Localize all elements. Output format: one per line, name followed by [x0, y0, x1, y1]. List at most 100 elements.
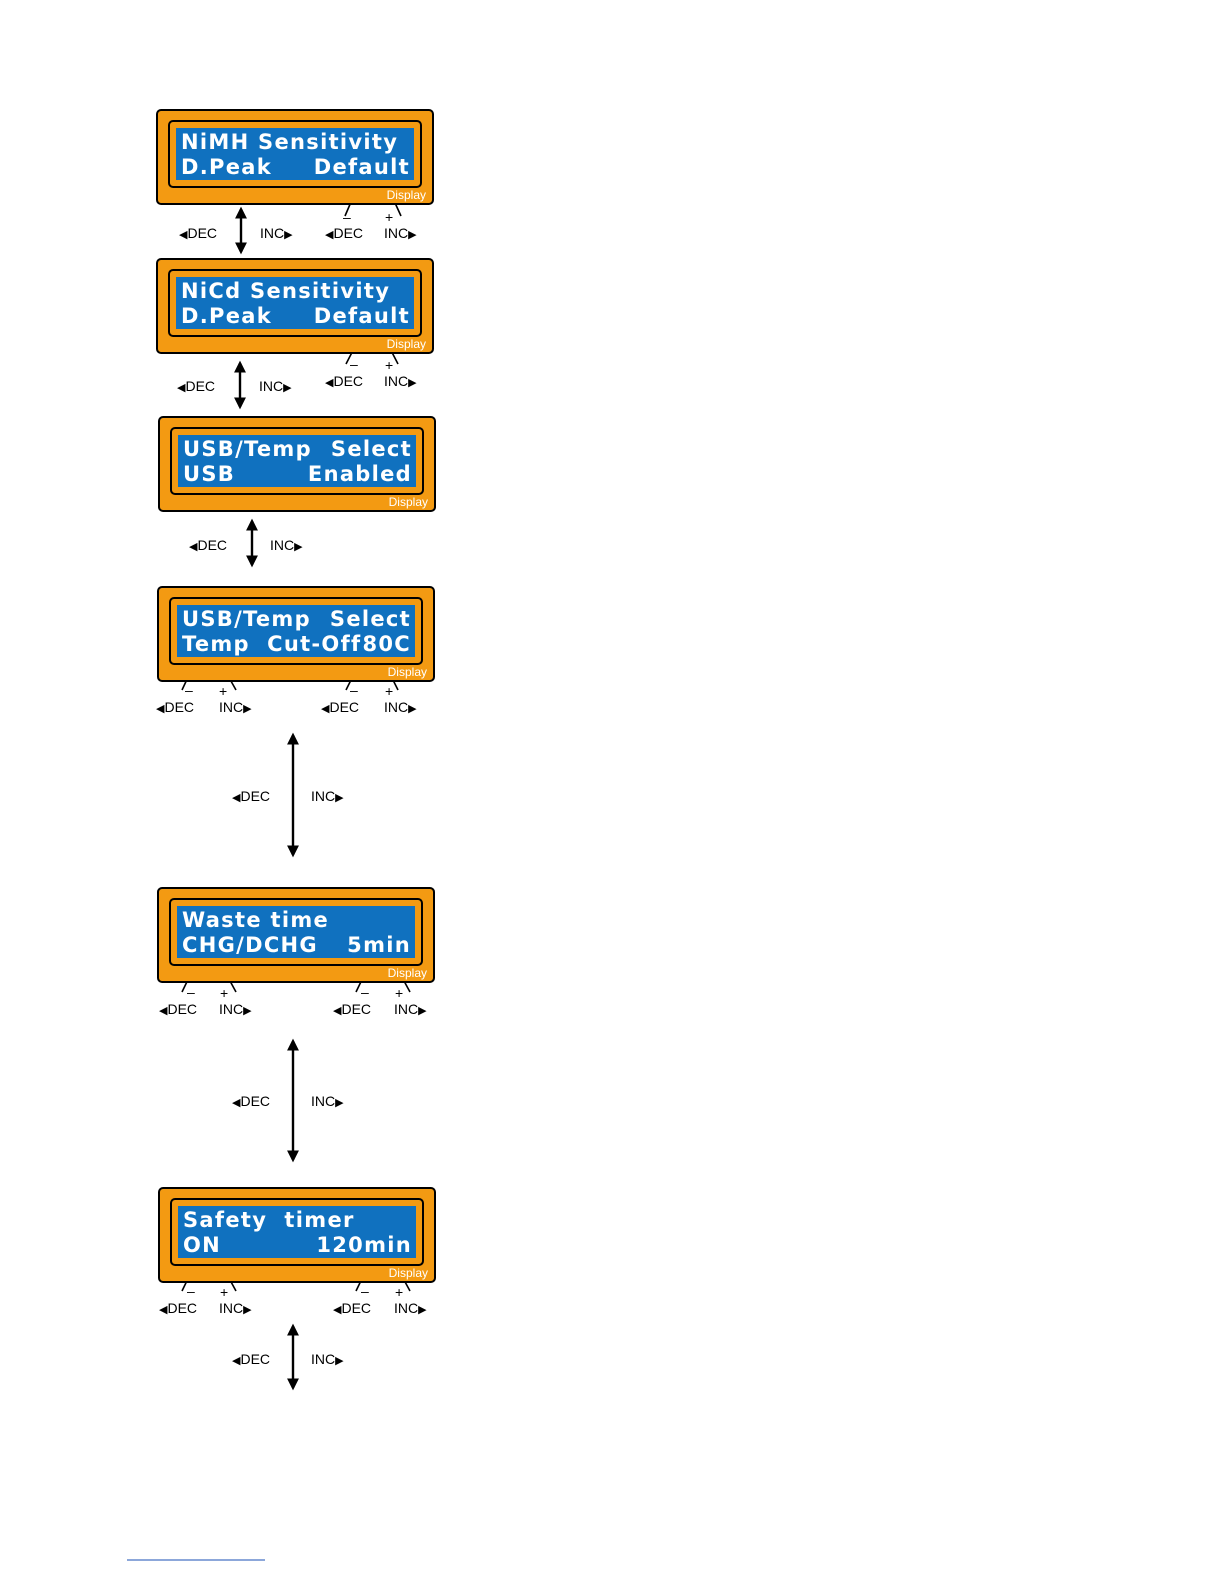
lcd-line-1-left: USB/Temp	[183, 437, 312, 461]
display-label: Display	[387, 665, 427, 679]
plus-sign: +	[385, 209, 394, 225]
inc-arrow-icon: ▶	[418, 1005, 427, 1017]
dec-arrow-icon: ◀	[325, 377, 334, 389]
nav-dec-label[interactable]: ◀DEC	[179, 225, 217, 243]
display-label: Display	[387, 966, 427, 980]
param-dec-label[interactable]: ◀DEC	[159, 1300, 197, 1318]
minus-sign: –	[350, 356, 358, 372]
dec-text: DEC	[187, 225, 218, 241]
inc-arrow-icon: ▶	[408, 377, 417, 389]
lcd-frame: NiMH Sensitivity D.Peak Default	[168, 120, 422, 188]
dec-text: DEC	[164, 699, 195, 715]
dec-text: DEC	[240, 1093, 271, 1109]
lcd-line-2-right: 80C	[362, 632, 411, 656]
display-label: Display	[388, 495, 428, 509]
lcd-line-2: ON 120min	[183, 1233, 412, 1258]
nav-dec-label[interactable]: ◀DEC	[232, 788, 270, 806]
plus-sign: +	[395, 1284, 404, 1300]
value-inc-label[interactable]: INC▶	[394, 1001, 427, 1019]
dec-arrow-icon: ◀	[325, 229, 334, 241]
lcd-line-1: USB/Temp Select	[182, 607, 411, 632]
lcd-line-1-left: Safety timer	[183, 1208, 355, 1232]
dec-arrow-icon: ◀	[159, 1304, 168, 1316]
minus-sign: –	[361, 984, 369, 1000]
lcd-screen-nicd-sensitivity: NiCd Sensitivity D.Peak Default Display	[156, 258, 434, 354]
minus-sign: –	[343, 209, 351, 225]
nav-dec-label[interactable]: ◀DEC	[232, 1093, 270, 1111]
param-inc-label[interactable]: INC▶	[219, 699, 252, 717]
dec-text: DEC	[329, 699, 360, 715]
value-dec-label[interactable]: ◀DEC	[325, 373, 363, 391]
value-inc-label[interactable]: INC▶	[384, 225, 417, 243]
inc-arrow-icon: ▶	[418, 1304, 427, 1316]
lcd-frame: Safety timer ON 120min	[170, 1198, 424, 1266]
nav-inc-label[interactable]: INC▶	[311, 788, 344, 806]
nav-dec-label[interactable]: ◀DEC	[177, 378, 215, 396]
inc-text: INC	[384, 373, 409, 389]
lcd-line-2: Temp Cut-Off 80C	[182, 632, 411, 657]
minus-sign: –	[361, 1283, 369, 1299]
lcd-line-2-right: Default	[313, 155, 410, 179]
dec-arrow-icon: ◀	[177, 382, 186, 394]
value-dec-label[interactable]: ◀DEC	[333, 1001, 371, 1019]
lcd-line-2-right: 120min	[316, 1233, 412, 1257]
inc-arrow-icon: ▶	[335, 1355, 344, 1367]
inc-text: INC	[311, 788, 336, 804]
inc-arrow-icon: ▶	[408, 229, 417, 241]
value-dec-label[interactable]: ◀DEC	[325, 225, 363, 243]
inc-text: INC	[219, 1300, 244, 1316]
lcd-line-1-left: USB/Temp	[182, 607, 311, 631]
value-inc-label[interactable]: INC▶	[394, 1300, 427, 1318]
lcd-line-2: D.Peak Default	[181, 304, 410, 329]
lcd-screen-nimh-sensitivity: NiMH Sensitivity D.Peak Default Display	[156, 109, 434, 205]
nav-inc-label[interactable]: INC▶	[260, 225, 293, 243]
nav-inc-label[interactable]: INC▶	[259, 378, 292, 396]
lcd-line-1-left: Waste time	[182, 908, 330, 932]
value-inc-label[interactable]: INC▶	[384, 373, 417, 391]
value-dec-label[interactable]: ◀DEC	[333, 1300, 371, 1318]
nav-inc-label[interactable]: INC▶	[270, 537, 303, 555]
dec-text: DEC	[185, 378, 216, 394]
lcd-display: Safety timer ON 120min	[178, 1206, 416, 1258]
param-inc-label[interactable]: INC▶	[219, 1300, 252, 1318]
lcd-line-2: USB Enabled	[183, 462, 412, 487]
lcd-line-1: Safety timer	[183, 1208, 412, 1233]
lcd-line-2-left: Temp Cut-Off	[182, 632, 362, 656]
dec-arrow-icon: ◀	[333, 1304, 342, 1316]
inc-text: INC	[394, 1001, 419, 1017]
inc-text: INC	[311, 1093, 336, 1109]
dec-arrow-icon: ◀	[179, 229, 188, 241]
lcd-line-2-left: ON	[183, 1233, 222, 1257]
param-dec-label[interactable]: ◀DEC	[159, 1001, 197, 1019]
inc-arrow-icon: ▶	[294, 541, 303, 553]
dec-text: DEC	[341, 1300, 372, 1316]
lcd-line-2-right: 5min	[347, 933, 411, 957]
lcd-line-2-left: D.Peak	[181, 304, 272, 328]
nav-inc-label[interactable]: INC▶	[311, 1093, 344, 1111]
lcd-frame: USB/Temp Select Temp Cut-Off 80C	[169, 597, 423, 665]
dec-text: DEC	[167, 1001, 198, 1017]
inc-arrow-icon: ▶	[283, 382, 292, 394]
inc-text: INC	[311, 1351, 336, 1367]
plus-sign: +	[385, 683, 394, 699]
plus-sign: +	[219, 683, 228, 699]
param-inc-label[interactable]: INC▶	[219, 1001, 252, 1019]
inc-arrow-icon: ▶	[335, 792, 344, 804]
lcd-line-1-right: Select	[329, 607, 411, 631]
value-inc-label[interactable]: INC▶	[384, 699, 417, 717]
nav-inc-label[interactable]: INC▶	[311, 1351, 344, 1369]
value-dec-label[interactable]: ◀DEC	[321, 699, 359, 717]
display-label: Display	[388, 1266, 428, 1280]
lcd-screen-temp-cutoff: USB/Temp Select Temp Cut-Off 80C Display	[157, 586, 435, 682]
lcd-line-1-right: Select	[330, 437, 412, 461]
inc-arrow-icon: ▶	[243, 1304, 252, 1316]
inc-text: INC	[384, 699, 409, 715]
inc-text: INC	[260, 225, 285, 241]
lcd-frame: NiCd Sensitivity D.Peak Default	[168, 269, 422, 337]
nav-dec-label[interactable]: ◀DEC	[232, 1351, 270, 1369]
nav-dec-label[interactable]: ◀DEC	[189, 537, 227, 555]
param-dec-label[interactable]: ◀DEC	[156, 699, 194, 717]
lcd-screen-waste-time: Waste time CHG/DCHG 5min Display	[157, 887, 435, 983]
inc-text: INC	[259, 378, 284, 394]
lcd-line-2-left: CHG/DCHG	[182, 933, 318, 957]
